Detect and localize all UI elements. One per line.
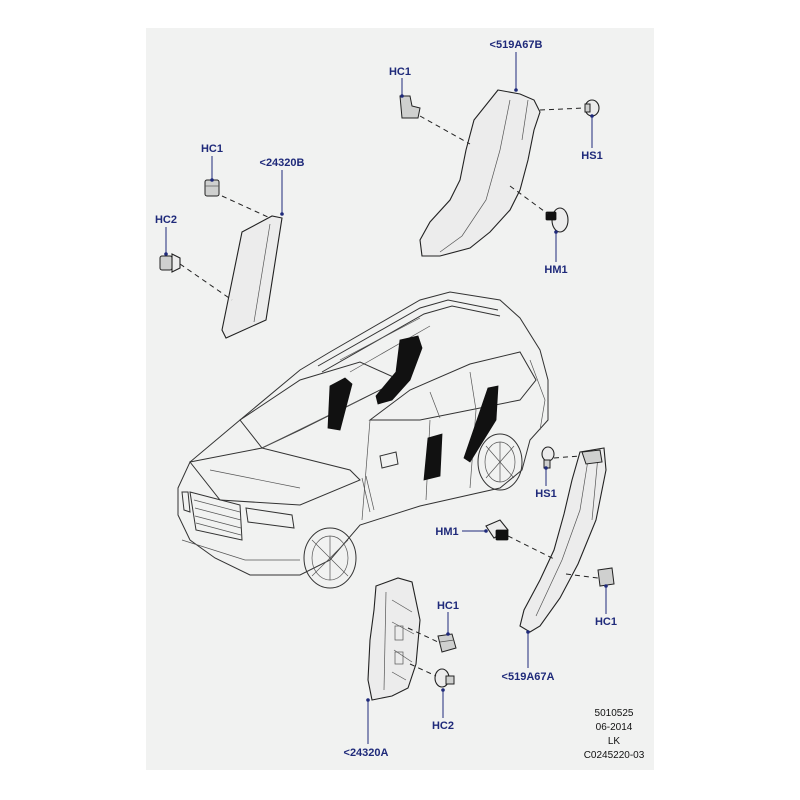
part-519a67b-group <box>399 89 600 257</box>
a-pillar-trim-panel <box>221 215 283 339</box>
callout-519a67b: <519A67B <box>490 39 543 51</box>
hs1-screw-mid-right <box>541 446 555 469</box>
reference-stamp: 5010525 06-2014 LK C0245220-03 <box>554 708 674 761</box>
lower-pillar-trim-panel <box>367 577 421 701</box>
c-pillar-trim-highlight <box>463 385 499 463</box>
hc2-grommet-bottom-mid <box>434 668 455 688</box>
a-pillar-trim-highlight <box>327 377 353 431</box>
stamp-line-2: 06-2014 <box>595 722 633 733</box>
vehicle-illustration <box>177 291 549 589</box>
part-24320b-group <box>159 179 283 339</box>
b-pillar-upper-highlight <box>375 335 423 405</box>
hc1-clip-bottom-mid <box>437 633 457 653</box>
part-24320a-group <box>367 577 457 701</box>
b-pillar-lower-highlight <box>423 433 443 481</box>
callout-hm1-mid: HM1 <box>435 526 458 538</box>
callout-hc2-top-left: HC2 <box>155 214 177 226</box>
hc2-grommet-top-left <box>159 253 181 273</box>
callout-24320b: <24320B <box>260 157 305 169</box>
callout-hc1-top-left: HC1 <box>201 143 223 155</box>
hc1-clip-top-left <box>204 179 220 197</box>
callout-24320a: <24320A <box>344 747 389 759</box>
hs1-screw-top-right <box>584 99 600 117</box>
hm1-fastener-mid <box>485 519 509 541</box>
b-pillar-lower-trim <box>519 447 607 633</box>
leader-lines <box>164 52 608 744</box>
hm1-fastener-top-right <box>545 207 569 233</box>
callout-hs1-mid-right: HS1 <box>535 488 556 500</box>
stamp-line-4: C0245220-03 <box>583 750 645 761</box>
callout-hc1-bottom-right: HC1 <box>595 616 617 628</box>
callout-hc1-top-right: HC1 <box>389 66 411 78</box>
callout-519a67a: <519A67A <box>502 671 555 683</box>
hc1-clip-bottom-right <box>597 567 615 587</box>
callout-hc2-bottom-mid: HC2 <box>432 720 454 732</box>
stamp-line-3: LK <box>607 736 621 747</box>
b-pillar-upper-trim <box>419 89 541 257</box>
callout-hs1-top-right: HS1 <box>581 150 602 162</box>
callout-labels: HC1 <24320B HC2 HC1 <519A67B HS1 HM1 HS1… <box>155 39 617 759</box>
callout-hc1-bottom-mid: HC1 <box>437 600 459 612</box>
callout-hm1-top-right: HM1 <box>544 264 567 276</box>
part-519a67a-group <box>485 446 615 633</box>
highlighted-pillar-trims <box>327 335 499 481</box>
hc1-clip-top-right <box>399 95 421 119</box>
stamp-line-1: 5010525 <box>594 708 634 719</box>
